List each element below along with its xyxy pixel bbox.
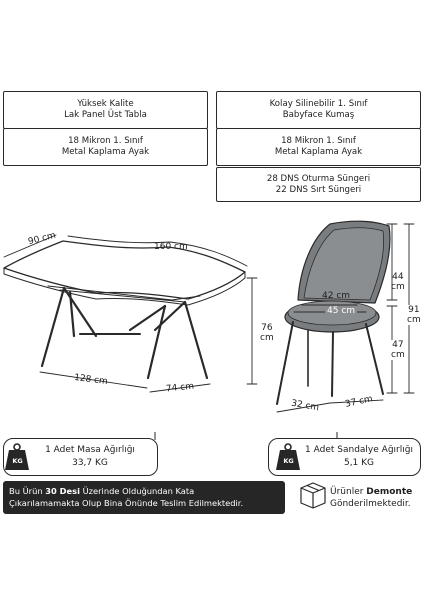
chair-back-height-label: 44 cm — [391, 272, 405, 292]
delivery-line1-pre: Ürünler — [330, 487, 367, 497]
chair-total-height-label: 91 cm — [407, 305, 421, 325]
shipping-line1-post: Üzerinde Olduğundan Kata — [79, 486, 195, 496]
feature-fabric-line2: Babyface Kumaş — [282, 110, 355, 120]
feature-table-leg-line1: 18 Mikron 1. Sınıf — [68, 136, 143, 146]
kg-icon-table-label: KG — [12, 457, 23, 465]
table-dim-height-line — [246, 277, 258, 385]
chair-dim-back-line — [386, 223, 398, 301]
chair-dim-base-line — [276, 399, 384, 413]
kg-icon-chair-shape — [276, 443, 300, 470]
chair-backrest-inner — [303, 227, 385, 301]
chair-leg-back-right — [365, 323, 384, 395]
feature-chair-leg-line1: 18 Mikron 1. Sınıf — [281, 136, 356, 146]
delivery-line1-bold: Demonte — [366, 487, 413, 497]
feature-chair-leg-line2: Metal Kaplama Ayak — [274, 147, 363, 157]
table-weight-text: 1 Adet Masa Ağırlığı 33,7 KG — [30, 444, 150, 470]
table-leg-back-left — [68, 290, 76, 338]
table-height-value: 76 — [261, 323, 273, 333]
chair-total-height-value: 91 — [408, 305, 420, 315]
feature-table-top-line1: Yüksek Kalite — [77, 99, 134, 109]
table-dim-depth-line — [3, 234, 57, 258]
shipping-notice-line1: Bu Ürün 30 Desi Üzerinde Olduğundan Kata — [9, 485, 279, 497]
feature-fabric: Kolay Silinebilir 1. Sınıf Babyface Kuma… — [216, 91, 421, 129]
kg-icon-table — [5, 443, 29, 470]
table-length-label: 160 cm — [154, 242, 188, 252]
table-leg-front-right-inner — [128, 304, 167, 332]
table-drawing — [3, 234, 258, 393]
feature-chair-leg: 18 Mikron 1. Sınıf Metal Kaplama Ayak — [216, 128, 421, 166]
table-frame — [47, 285, 201, 303]
feature-table-top: Yüksek Kalite Lak Panel Üst Tabla — [3, 91, 208, 129]
delivery-notice: Ürünler Demonte Gönderilmektedir. — [330, 486, 412, 510]
feature-table-leg: 18 Mikron 1. Sınıf Metal Kaplama Ayak — [3, 128, 208, 166]
chair-seat-height-label: 47 cm — [391, 340, 405, 360]
table-leg-back-right-inner — [153, 300, 187, 332]
table-height-label: 76 cm — [260, 323, 274, 343]
table-dim-base-length-line — [39, 371, 148, 389]
chair-weight-label: 1 Adet Sandalye Ağırlığı — [305, 445, 413, 455]
table-leg-front-right — [146, 304, 167, 380]
feature-table-top-line2: Lak Panel Üst Tabla — [64, 110, 147, 120]
table-leg-front-left — [40, 286, 66, 368]
chair-seat-height-value: 47 — [392, 340, 404, 350]
chair-weight-value: 5,1 KG — [343, 458, 375, 468]
chair-seat-height-unit: cm — [391, 350, 405, 360]
delivery-line1: Ürünler Demonte — [330, 486, 412, 498]
chair-seat-width-top-label: 42 cm — [322, 291, 351, 301]
feature-sponge-line2: 22 DNS Sırt Süngeri — [275, 184, 362, 195]
chair-weight-text: 1 Adet Sandalye Ağırlığı 5,1 KG — [300, 444, 418, 470]
shipping-line1-bold: 30 Desi — [45, 486, 80, 496]
table-weight-label: 1 Adet Masa Ağırlığı — [45, 445, 135, 455]
delivery-line2: Gönderilmektedir. — [330, 499, 411, 509]
table-top-edge — [3, 267, 246, 306]
table-dim-length-line — [67, 235, 248, 267]
chair-total-height-unit: cm — [407, 315, 421, 325]
table-height-unit: cm — [260, 333, 274, 343]
feature-sponge: 28 DNS Oturma Süngeri 22 DNS Sırt Sünger… — [216, 167, 421, 202]
table-dim-base-depth-line — [149, 383, 211, 393]
chair-back-height-unit: cm — [391, 282, 405, 292]
shipping-line1-pre: Bu Ürün — [9, 486, 46, 496]
shipping-notice: Bu Ürün 30 Desi Üzerinde Olduğundan Kata… — [3, 481, 285, 514]
shipping-notice-line2: Çıkarılamamakta Olup Bina Önünde Teslim … — [9, 498, 244, 508]
chair-drawing — [276, 220, 415, 413]
chair-back-height-value: 44 — [392, 272, 404, 282]
chair-seat-width-bottom-label: 45 cm — [325, 306, 358, 316]
table-weight-card — [3, 438, 158, 476]
table-weight-value: 33,7 KG — [72, 458, 108, 468]
chair-leg-front-right — [331, 331, 334, 397]
table-leg-back-right — [183, 300, 209, 380]
feature-table-leg-line2: Metal Kaplama Ayak — [61, 147, 150, 157]
kg-icon-chair-label: KG — [283, 457, 294, 465]
feature-fabric-line1: Kolay Silinebilir 1. Sınıf — [269, 99, 368, 109]
chair-leg-front-left — [276, 321, 294, 405]
feature-sponge-line1: 28 DNS Oturma Süngeri — [266, 173, 371, 184]
